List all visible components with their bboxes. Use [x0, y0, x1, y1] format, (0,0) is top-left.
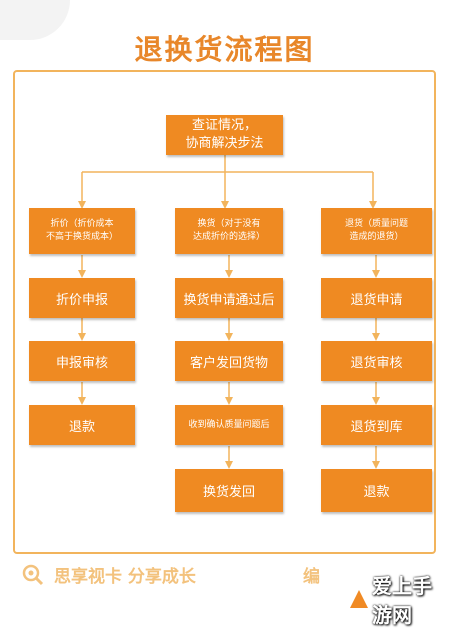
right-header-line1: 退货（质量问题: [344, 219, 408, 229]
middle-step-node: 换货申请通过后: [175, 278, 283, 318]
magnifier-logo-icon: [22, 564, 44, 585]
footer-slogan: 思享视卡 分享成长: [54, 567, 196, 587]
right-step-node: 退货到库: [321, 405, 432, 445]
diagram-frame: [13, 70, 436, 554]
middle-header-node: 换货（对于没有 达成折价的选择）: [175, 208, 283, 254]
left-step-node: 申报审核: [29, 341, 135, 381]
start-node-line2: 协商解决步法: [185, 136, 264, 151]
diagram-title: 退换货流程图: [134, 33, 315, 66]
left-header-node: 折价（折价成本 不高于换货成本）: [29, 208, 135, 254]
watermark-logo-icon: [350, 590, 368, 608]
start-node: 查证情况， 协商解决步法: [166, 115, 283, 155]
footer-brand: 思享视卡 分享成长: [22, 562, 196, 587]
footer-partial-text: 编: [303, 567, 320, 587]
left-step-node: 退款: [29, 405, 135, 445]
left-header-line1: 折价（折价成本: [50, 219, 114, 229]
middle-step-node: 收到确认质量问题后: [175, 405, 283, 445]
middle-header-line1: 换货（对于没有: [197, 219, 261, 229]
middle-step-node: 换货发回: [175, 469, 283, 512]
middle-step-node: 客户发回货物: [175, 341, 283, 381]
right-step-node: 退货申请: [321, 278, 432, 318]
right-step-node: 退货审核: [321, 341, 432, 381]
right-header-node: 退货（质量问题 造成的退货）: [321, 208, 432, 254]
middle-header-line2: 达成折价的选择）: [192, 232, 265, 242]
left-step-node: 折价申报: [29, 278, 135, 318]
start-node-line1: 查证情况，: [191, 118, 257, 133]
site-watermark: 爱上手游网: [350, 570, 449, 628]
connector-lines: [78, 155, 380, 469]
right-step-node: 退款: [321, 469, 432, 512]
left-header-line2: 不高于换货成本）: [45, 232, 118, 242]
watermark-text: 爱上手游网: [372, 574, 432, 627]
right-header-line2: 造成的退货）: [349, 232, 404, 242]
